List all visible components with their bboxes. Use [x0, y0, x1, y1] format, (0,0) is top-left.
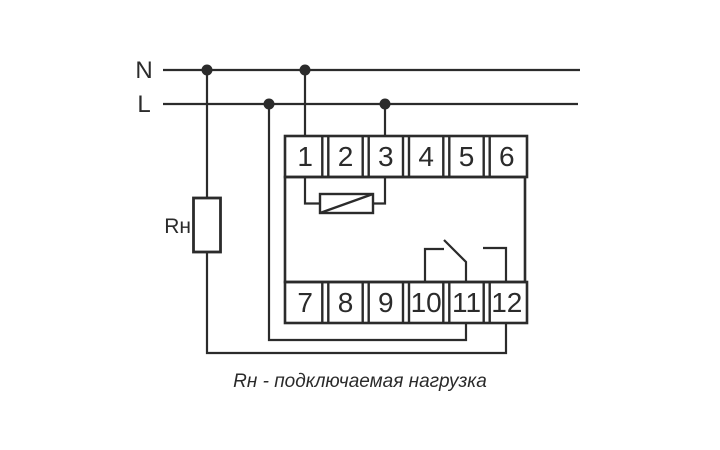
junction-dot — [379, 98, 391, 110]
terminal-dividers-bottom — [321, 282, 491, 323]
internal-module-diagonal — [319, 192, 374, 215]
terminal-number-8: 8 — [338, 287, 354, 318]
load-branch-wire-lower — [205, 252, 508, 355]
terminal-number-3: 3 — [378, 141, 394, 172]
relay-contact-terminal10-wire — [423, 247, 444, 282]
terminal-strip-top — [283, 134, 529, 179]
internal-module-symbol — [318, 192, 375, 215]
junction-dot — [263, 98, 275, 110]
terminal-number-6: 6 — [499, 141, 515, 172]
relay-contact-arm — [443, 239, 468, 282]
load-resistor-label: Rн — [164, 215, 191, 238]
internal-wire-terminal3 — [373, 177, 387, 205]
terminal-number-7: 7 — [297, 287, 313, 318]
line-label: L — [137, 91, 150, 118]
load-resistor — [192, 196, 222, 254]
diagram-caption: Rн - подключаемая нагрузка — [233, 371, 487, 392]
line-branch-wire — [267, 104, 468, 342]
terminal-number-9: 9 — [378, 287, 394, 318]
terminal-dividers-top — [321, 136, 491, 177]
junction-dot — [299, 64, 311, 76]
terminal-number-10: 10 — [411, 287, 442, 318]
terminal-number-12: 12 — [491, 287, 522, 318]
terminal-number-4: 4 — [418, 141, 434, 172]
terminal-number-1: 1 — [297, 141, 313, 172]
terminal-number-2: 2 — [338, 141, 354, 172]
neutral-label: N — [135, 57, 152, 84]
device-body — [283, 175, 527, 284]
terminal-number-11: 11 — [452, 287, 481, 318]
terminal-number-5: 5 — [459, 141, 475, 172]
internal-wire-terminal1 — [303, 177, 320, 205]
junction-dot — [201, 64, 213, 76]
relay-contact-terminal12-wire — [483, 246, 508, 282]
terminal-strip-bottom — [283, 280, 529, 325]
